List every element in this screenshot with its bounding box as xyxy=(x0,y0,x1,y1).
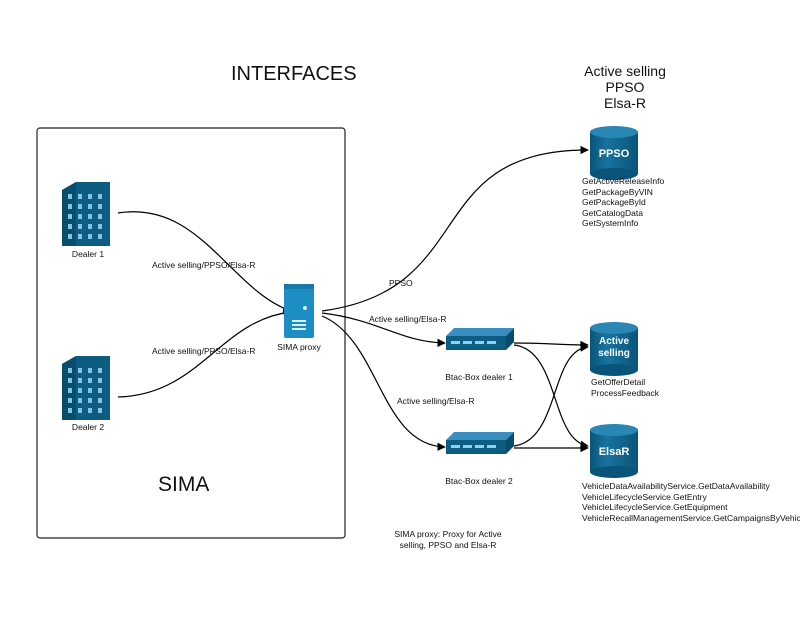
ppso-db-label: PPSO xyxy=(599,148,630,160)
elsar-db-label: ElsaR xyxy=(599,446,630,458)
dealer1-label: Dealer 1 xyxy=(71,249,105,259)
server-icon xyxy=(284,284,314,338)
list-item: VehicleLifecycleService.GetEntry xyxy=(582,491,707,502)
list-item: GetSystemInfo xyxy=(582,218,639,229)
database-icon: Active selling xyxy=(590,322,638,376)
active-db-label-line2: selling xyxy=(598,348,630,359)
list-item: GetPackageByVIN xyxy=(582,186,653,197)
proxy-note-line: selling, PPSO and Elsa-R xyxy=(399,540,497,550)
building-icon xyxy=(62,356,110,420)
edge-btac1-elsar xyxy=(513,344,589,449)
list-item: GetCatalogData xyxy=(582,207,643,218)
network-switch-icon xyxy=(446,432,514,454)
building-icon xyxy=(62,182,110,246)
edge-label-dealer2: Active selling/PPSO/Elsa-R xyxy=(152,346,256,356)
sima-label: SIMA xyxy=(158,473,210,496)
proxy-note-line: SIMA proxy: Proxy for Active xyxy=(394,529,502,539)
edge-label-ppso: PPSO xyxy=(389,278,413,288)
page-title: INTERFACES xyxy=(231,63,357,85)
edge-label-btac2: Active selling/Elsa-R xyxy=(397,396,475,406)
services-header: Active selling PPSO Elsa-R xyxy=(584,63,666,111)
services-header-line: Elsa-R xyxy=(603,95,647,111)
list-item: GetPackageById xyxy=(582,197,646,208)
edge-label-dealer1: Active selling/PPSO/Elsa-R xyxy=(152,260,256,270)
list-item: GetActiveReleaseInfo xyxy=(582,176,665,186)
list-item: VehicleDataAvailabilityService.GetDataAv… xyxy=(582,481,770,491)
edge-proxy-btac1 xyxy=(321,312,446,348)
active-selling-method-list: GetOfferDetail ProcessFeedback xyxy=(591,377,659,398)
services-header-line: PPSO xyxy=(605,79,645,95)
edge-btac1-active xyxy=(513,340,589,350)
dealer2-label: Dealer 2 xyxy=(71,422,105,432)
btac2-label: Btac-Box dealer 2 xyxy=(445,476,513,486)
elsar-method-list: VehicleDataAvailabilityService.GetDataAv… xyxy=(582,481,800,523)
ppso-method-list: GetActiveReleaseInfo GetPackageByVIN Get… xyxy=(582,176,664,229)
proxy-note: SIMA proxy: Proxy for Active selling, PP… xyxy=(394,529,501,551)
edge-btac2-active xyxy=(513,343,589,447)
proxy-label: SIMA proxy xyxy=(277,342,321,352)
edge-proxy-ppso xyxy=(321,145,589,312)
btac1-label: Btac-Box dealer 1 xyxy=(445,372,513,382)
sima-boundary xyxy=(36,127,346,539)
database-icon: ElsaR xyxy=(590,424,638,478)
list-item: VehicleRecallManagementService.GetCampai… xyxy=(582,512,800,523)
edge-dealer1-proxy xyxy=(117,211,292,313)
services-header-line: Active selling xyxy=(584,63,666,79)
edge-dealer2-proxy xyxy=(117,308,292,398)
list-item: ProcessFeedback xyxy=(591,387,660,398)
active-db-label-line1: Active xyxy=(599,336,629,347)
network-switch-icon xyxy=(446,328,514,350)
list-item: GetOfferDetail xyxy=(591,377,646,387)
edge-label-btac1: Active selling/Elsa-R xyxy=(369,314,447,324)
list-item: VehicleLifecycleService.GetEquipment xyxy=(582,502,728,513)
database-icon: PPSO xyxy=(590,126,638,180)
edge-proxy-btac2 xyxy=(321,315,446,451)
